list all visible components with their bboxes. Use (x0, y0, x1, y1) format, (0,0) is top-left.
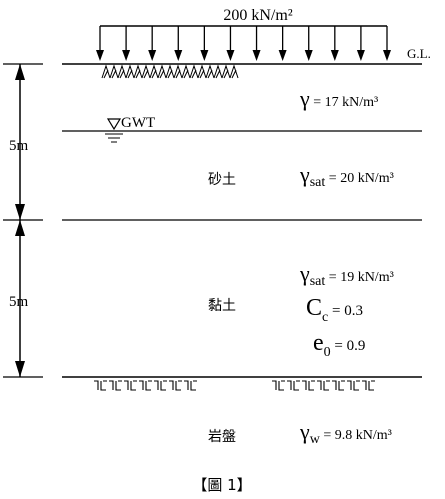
dimension-upper-label: 5m (9, 138, 29, 154)
load-arrow (174, 26, 183, 61)
rock-hatch-pattern (94, 380, 375, 391)
ground-hatch-pattern (101, 64, 239, 79)
load-arrow (304, 26, 313, 61)
load-arrow (96, 26, 104, 61)
load-arrow (148, 26, 157, 61)
load-arrow (278, 26, 287, 61)
dimension-lower-label: 5m (9, 294, 29, 310)
top-gamma-label: γ = 17 kN/m³ (299, 86, 378, 111)
load-arrow (252, 26, 261, 61)
dimension-lower (3, 220, 43, 378)
load-arrow (356, 26, 365, 61)
clay-cc-label: Cc = 0.3 (306, 295, 363, 325)
load-arrows (96, 26, 391, 61)
load-arrow (122, 26, 131, 61)
clay-e0-label: e0 = 0.9 (313, 330, 365, 360)
ground-level-label: G.L. (407, 46, 431, 61)
load-arrow (200, 26, 209, 61)
surface-load-label: 200 kN/m² (223, 7, 292, 24)
clay-layer-name: 黏土 (208, 298, 236, 314)
sand-gamma-sat-label: γsat = 20 kN/m³ (299, 162, 394, 190)
load-arrow (330, 26, 339, 61)
clay-gamma-sat-label: γsat = 19 kN/m³ (299, 261, 394, 289)
dimension-upper (3, 63, 43, 220)
load-arrow (226, 26, 235, 61)
rock-gamma-w-label: γw = 9.8 kN/m³ (299, 419, 392, 447)
water-table-symbol (105, 118, 123, 143)
sand-layer-name: 砂土 (208, 172, 236, 188)
load-arrow (383, 26, 391, 61)
figure-caption: 【圖 1】 (192, 476, 251, 494)
water-table-label: GWT (121, 115, 155, 131)
rock-layer-name: 岩盤 (208, 429, 236, 445)
